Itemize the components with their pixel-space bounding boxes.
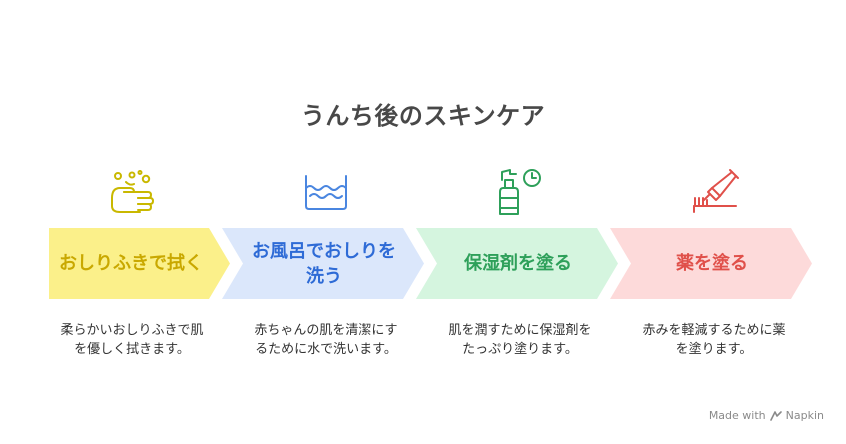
footer-text: Made with: [708, 409, 766, 422]
step-2-label: お風呂でおしりを洗う: [252, 240, 396, 287]
ointment-tube-icon: [693, 169, 739, 213]
footer-brand: Napkin: [785, 409, 824, 422]
step-3-label: 保湿剤を塗る: [464, 253, 572, 274]
water-waves-icon: [305, 175, 347, 210]
page-title: うんち後のスキンケア: [300, 102, 546, 130]
footer-credit: Made with Napkin: [709, 409, 824, 422]
chevron-step-4: [610, 228, 812, 299]
step-1-label: おしりふきで拭く: [59, 253, 203, 274]
chevron-step-2: [222, 228, 424, 299]
step-2-description: 赤ちゃんの肌を清潔にするために水で洗います。: [254, 323, 398, 357]
step-3-description: 肌を潤すために保湿剤をたっぷり塗ります。: [448, 323, 592, 357]
lotion-bottle-icon: [499, 169, 541, 215]
chevron-step-3: [416, 228, 618, 299]
chevron-step-1: [49, 228, 230, 299]
wiping-hands-icon: [111, 170, 154, 213]
step-4-label: 薬を塗る: [676, 253, 748, 274]
napkin-logo-icon: [769, 410, 782, 421]
step-4-description: 赤みを軽減するために薬を塗ります。: [642, 323, 786, 357]
step-1-description: 柔らかいおしりふきで肌を優しく拭きます。: [60, 323, 204, 357]
